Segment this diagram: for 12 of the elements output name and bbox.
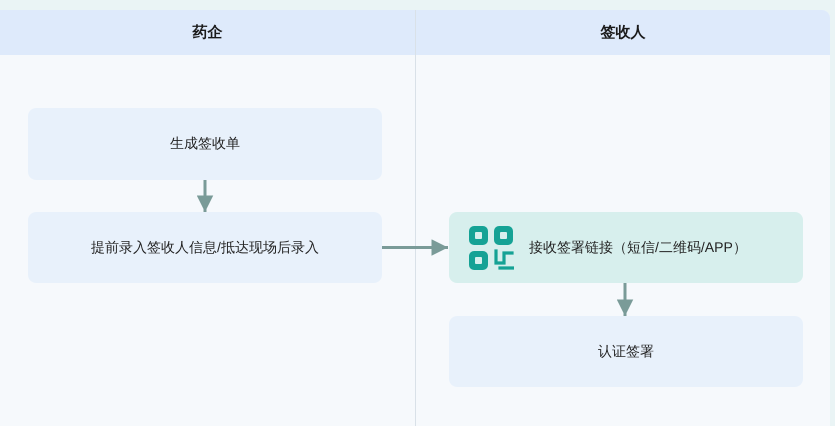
swimlane	[0, 10, 415, 426]
arrow	[382, 239, 448, 256]
lane-header: 药企	[0, 10, 415, 55]
arrow	[196, 180, 214, 212]
lane-header: 签收人	[416, 10, 830, 55]
process-box	[449, 212, 803, 283]
arrow	[616, 283, 634, 316]
step-text: 接收签署链接（短信/二维码/APP）	[529, 238, 747, 256]
process-box: 提前录入签收人信息/抵达现场后录入	[28, 212, 382, 283]
process-box: 生成签收单	[28, 108, 382, 180]
swimlane	[415, 10, 830, 426]
process-box: 认证签署	[449, 316, 803, 387]
